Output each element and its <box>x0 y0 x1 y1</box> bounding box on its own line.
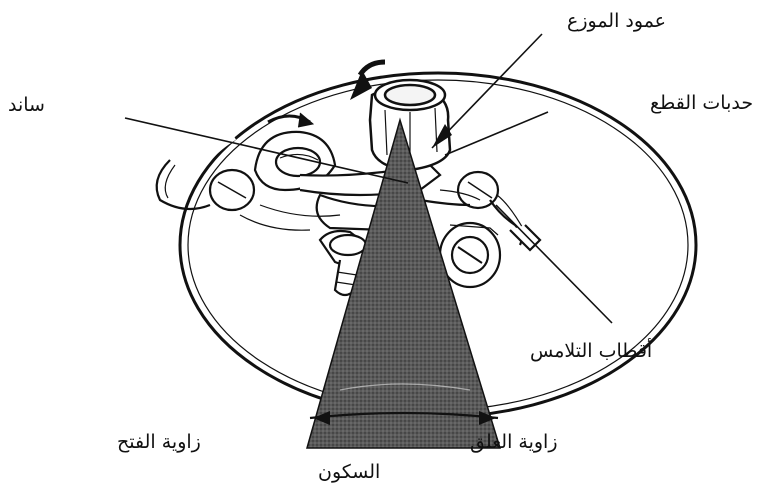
label-cam-lobes: حدبات القطع <box>650 94 753 113</box>
label-support: ساند <box>8 96 45 115</box>
label-distributor-shaft: عمود الموزع <box>567 12 666 31</box>
label-dwell: السكون <box>318 463 380 482</box>
label-opening-angle: زاوية الفتح <box>117 433 201 452</box>
label-closing-angle: زاوية الغلق <box>470 433 558 452</box>
label-contact-points: أقطاب التلامس <box>530 342 652 361</box>
